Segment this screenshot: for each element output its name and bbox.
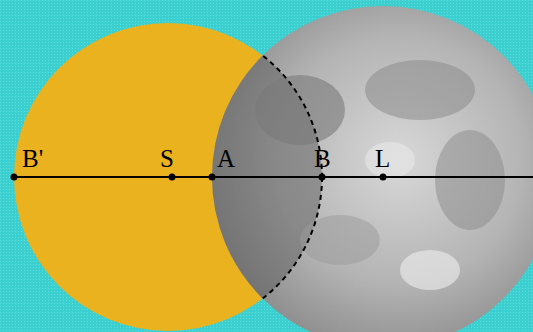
point-dot [209,174,216,181]
axis-line [14,176,533,178]
point-label: A [217,146,235,171]
point-dot [11,174,18,181]
point-label: B [314,146,331,171]
point-label: B' [22,146,43,171]
point-dot [380,174,387,181]
point-label: L [375,146,390,171]
point-dot [319,174,326,181]
point-dot [169,174,176,181]
point-label: S [160,146,174,171]
